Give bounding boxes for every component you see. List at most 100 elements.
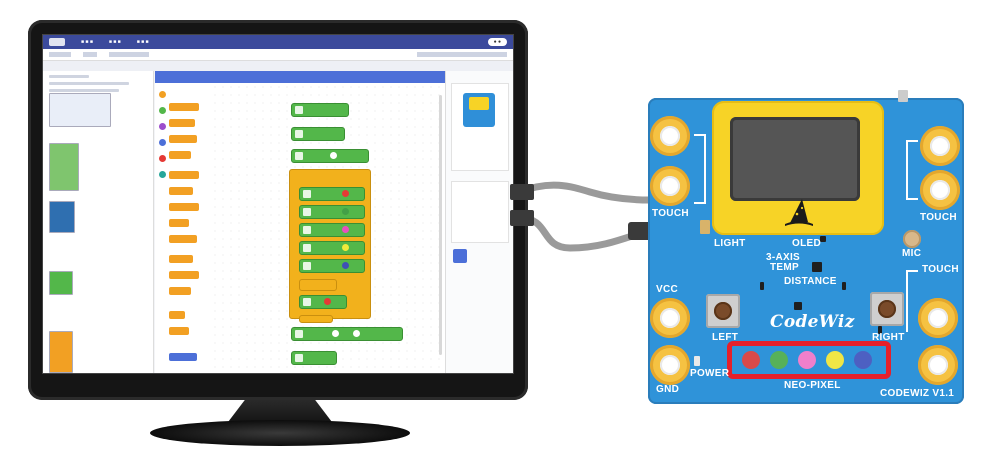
temp-label: TEMP xyxy=(770,262,799,273)
menu-item[interactable]: ■ ■ ■ xyxy=(108,39,121,45)
toolbar-item[interactable] xyxy=(109,52,149,57)
neo-pixel-led xyxy=(770,351,788,369)
chip xyxy=(842,282,846,290)
toolbar-item[interactable] xyxy=(49,52,71,57)
properties-panel xyxy=(451,181,509,243)
temp-sensor-chip xyxy=(812,262,822,272)
palette-block[interactable] xyxy=(169,271,199,279)
palette-block[interactable] xyxy=(169,187,193,195)
workspace-scrollbar[interactable] xyxy=(439,95,442,355)
power-label: POWER xyxy=(690,368,730,379)
left-button[interactable] xyxy=(706,294,740,328)
code-block[interactable] xyxy=(299,241,365,255)
palette-block[interactable] xyxy=(169,287,191,295)
menu-item[interactable]: ■ ■ ■ xyxy=(136,39,149,45)
light-label: LIGHT xyxy=(714,238,746,249)
tab-bar xyxy=(43,61,513,71)
logo-icon xyxy=(49,38,65,46)
category-dot-icon[interactable] xyxy=(159,139,166,146)
code-block[interactable] xyxy=(299,205,365,219)
toolbar-actions[interactable] xyxy=(417,52,507,57)
palette-block[interactable] xyxy=(169,255,193,263)
gnd-pad[interactable] xyxy=(650,345,690,385)
palette-block[interactable] xyxy=(169,311,185,319)
palette-block[interactable] xyxy=(169,151,191,159)
menu-item[interactable]: ■ ■ ■ xyxy=(81,39,93,45)
neo-pixel-led xyxy=(826,351,844,369)
palette-block[interactable] xyxy=(169,203,199,211)
lesson-image xyxy=(49,201,75,233)
distance-label: DISTANCE xyxy=(784,276,837,287)
touch-pad[interactable] xyxy=(920,126,960,166)
palette-block[interactable] xyxy=(169,103,199,111)
category-dot-icon[interactable] xyxy=(159,91,166,98)
lesson-image xyxy=(49,93,111,127)
text-line xyxy=(49,89,119,92)
gnd-label: GND xyxy=(656,384,680,395)
palette-block[interactable] xyxy=(169,353,197,361)
right-label: RIGHT xyxy=(872,332,905,343)
connector xyxy=(898,90,908,102)
touch-pad[interactable] xyxy=(650,116,690,156)
bracket-line xyxy=(694,134,706,204)
touch-label: TOUCH xyxy=(920,212,957,223)
code-block[interactable] xyxy=(291,127,345,141)
category-dot-icon[interactable] xyxy=(159,123,166,130)
category-dot-icon[interactable] xyxy=(159,107,166,114)
usb-cables xyxy=(510,181,658,252)
palette-block[interactable] xyxy=(169,171,199,179)
touch-pad[interactable] xyxy=(920,170,960,210)
oled-label: OLED xyxy=(792,238,821,249)
palette-block[interactable] xyxy=(169,327,189,335)
palette-block[interactable] xyxy=(169,235,197,243)
palette-block[interactable] xyxy=(169,219,189,227)
lesson-image xyxy=(49,331,73,373)
touch-label: TOUCH xyxy=(922,264,959,275)
vcc-pad[interactable] xyxy=(650,298,690,338)
code-block[interactable] xyxy=(299,295,347,309)
code-block[interactable] xyxy=(299,223,365,237)
text-line xyxy=(49,75,89,78)
code-block[interactable] xyxy=(299,259,365,273)
light-sensor xyxy=(700,220,710,234)
code-block[interactable] xyxy=(291,103,349,117)
usb-plug xyxy=(510,210,534,226)
lesson-image xyxy=(49,143,79,191)
palette-block[interactable] xyxy=(169,135,197,143)
lesson-image xyxy=(49,271,73,295)
code-block[interactable] xyxy=(299,279,337,291)
mic-label: MIC xyxy=(902,248,922,259)
monitor-screen: ■ ■ ■ ■ ■ ■ ■ ■ ■ ● ● xyxy=(42,34,514,374)
touch-label: TOUCH xyxy=(652,208,689,219)
text-line xyxy=(49,82,129,85)
microphone xyxy=(903,230,921,248)
chip xyxy=(760,282,764,290)
code-block[interactable] xyxy=(299,315,333,323)
vcc-label: VCC xyxy=(656,284,679,295)
chip xyxy=(794,302,802,310)
code-block[interactable] xyxy=(291,351,337,365)
monitor-stand-base xyxy=(150,420,410,446)
chip xyxy=(820,236,826,242)
touch-pad[interactable] xyxy=(918,345,958,385)
code-block[interactable] xyxy=(291,327,403,341)
code-block[interactable] xyxy=(291,149,369,163)
oled-display xyxy=(730,117,860,201)
palette-block[interactable] xyxy=(169,119,195,127)
add-object-button[interactable] xyxy=(453,249,467,263)
brand-logo: CodeWiz xyxy=(770,312,855,332)
touch-pad[interactable] xyxy=(650,166,690,206)
toolbar-item[interactable] xyxy=(83,52,97,57)
category-dot-icon[interactable] xyxy=(159,171,166,178)
right-button[interactable] xyxy=(870,292,904,326)
project-toolbar xyxy=(43,49,513,61)
power-led xyxy=(694,356,700,366)
neo-pixel-led xyxy=(742,351,760,369)
category-dot-icon[interactable] xyxy=(159,155,166,162)
code-block[interactable] xyxy=(299,187,365,201)
account-button[interactable]: ● ● xyxy=(487,38,507,46)
board-preview-oled xyxy=(469,97,489,110)
touch-pad[interactable] xyxy=(918,298,958,338)
code-workspace[interactable] xyxy=(211,83,445,373)
lesson-panel xyxy=(43,71,154,373)
